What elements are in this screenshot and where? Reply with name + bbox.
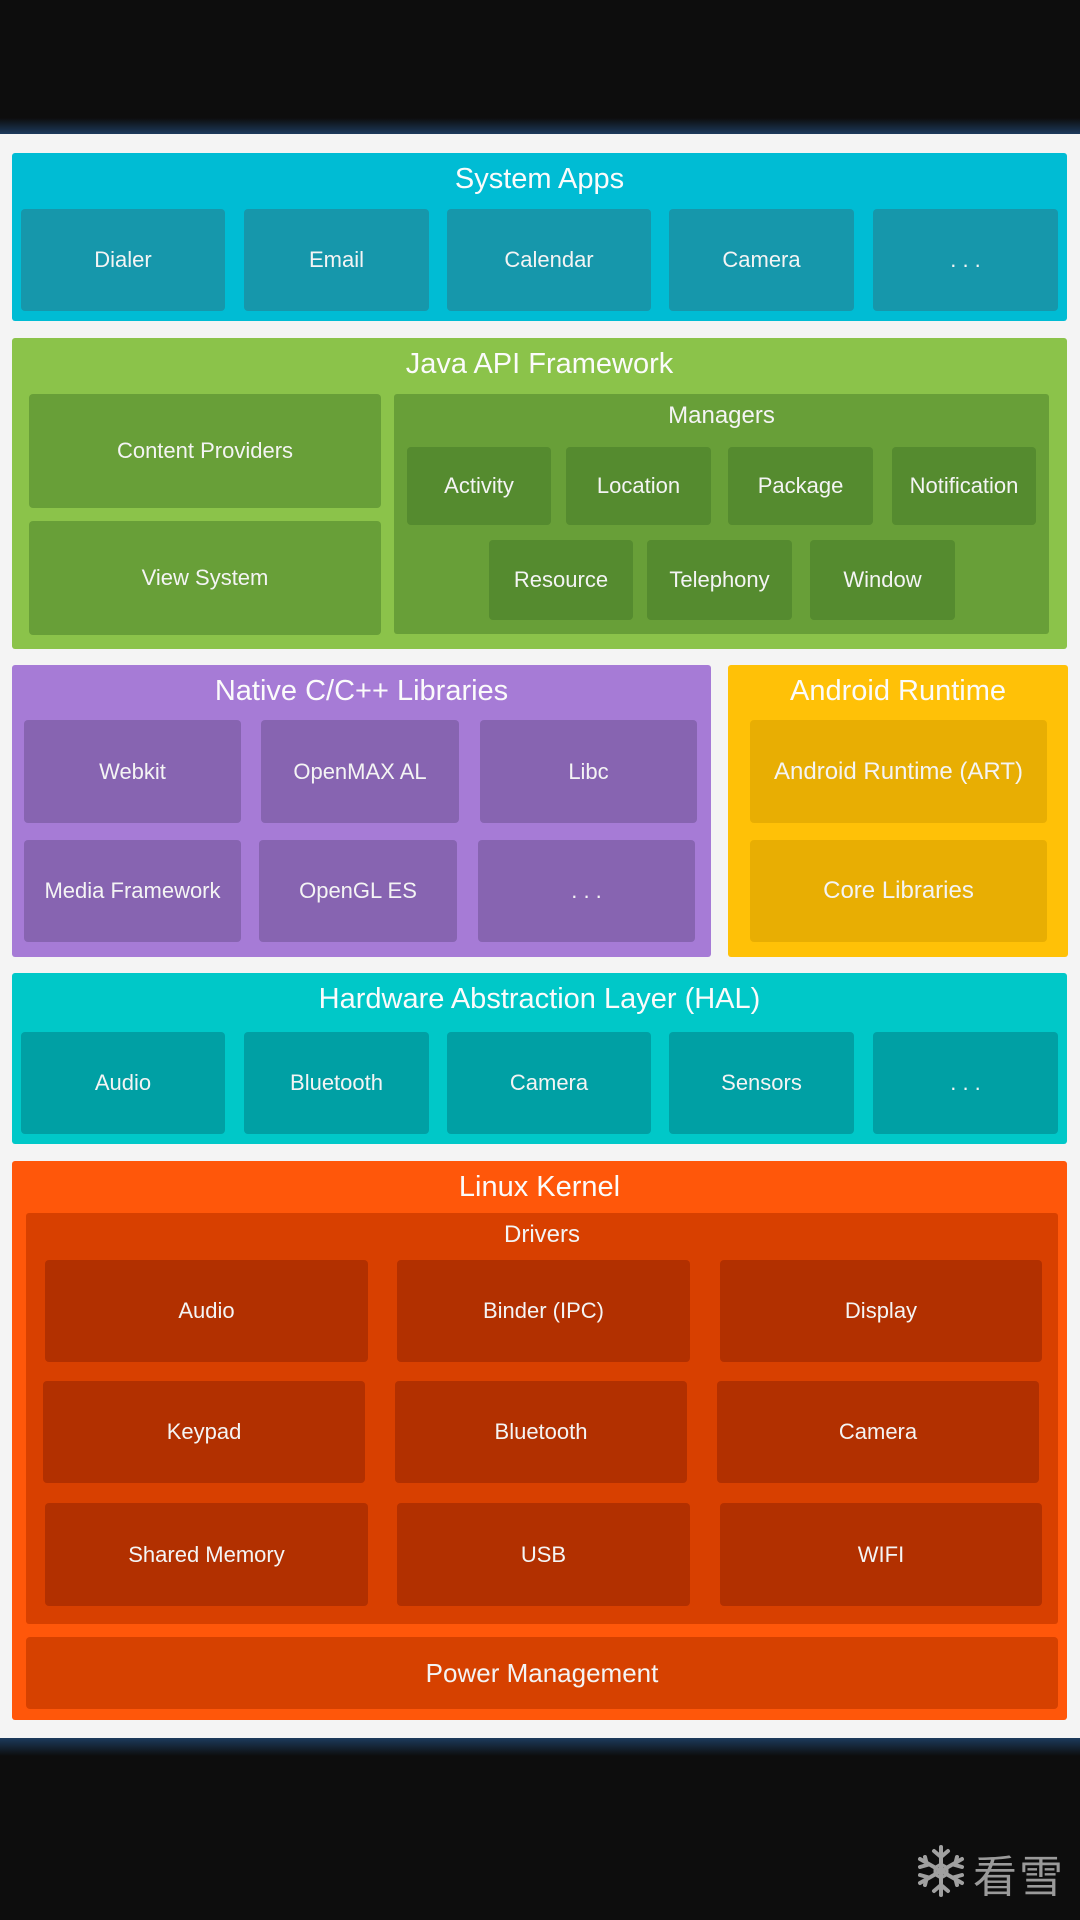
driver-audio[interactable]: Audio [45,1260,368,1362]
lib-opengl-es[interactable]: OpenGL ES [259,840,457,942]
lib-openmax-al[interactable]: OpenMAX AL [261,720,459,823]
manager-location[interactable]: Location [566,447,711,525]
runtime-core-libraries[interactable]: Core Libraries [750,840,1047,942]
app-camera[interactable]: Camera [669,209,854,311]
app-calendar[interactable]: Calendar [447,209,651,311]
hal-more[interactable]: . . . [873,1032,1058,1134]
top-bar [0,0,1080,134]
manager-notification[interactable]: Notification [892,447,1036,525]
java-api-framework-title: Java API Framework [405,348,674,380]
app-dialer[interactable]: Dialer [21,209,225,311]
manager-activity[interactable]: Activity [407,447,551,525]
managers-title: Managers [668,402,775,429]
system-apps-title: System Apps [454,163,625,195]
driver-wifi[interactable]: WIFI [720,1503,1042,1606]
power-management[interactable]: Power Management [26,1637,1058,1709]
driver-display[interactable]: Display [720,1260,1042,1362]
driver-shared-memory[interactable]: Shared Memory [45,1503,368,1606]
watermark: 看雪 [915,1843,1075,1903]
driver-usb[interactable]: USB [397,1503,690,1606]
android-runtime-title: Android Runtime [790,675,1006,707]
lib-more[interactable]: . . . [478,840,695,942]
hal-camera[interactable]: Camera [447,1032,651,1134]
lib-webkit[interactable]: Webkit [24,720,241,823]
hal-title: Hardware Abstraction Layer (HAL) [318,983,761,1015]
view-system[interactable]: View System [29,521,381,635]
driver-camera[interactable]: Camera [717,1381,1039,1483]
manager-package[interactable]: Package [728,447,873,525]
hal-sensors[interactable]: Sensors [669,1032,854,1134]
manager-window[interactable]: Window [810,540,955,620]
bottom-bar [0,1738,1080,1920]
manager-telephony[interactable]: Telephony [647,540,792,620]
watermark-text: 看雪 [973,1852,1065,1903]
manager-resource[interactable]: Resource [489,540,633,620]
lib-media-framework[interactable]: Media Framework [24,840,241,942]
linux-kernel-title: Linux Kernel [458,1171,621,1203]
driver-bluetooth[interactable]: Bluetooth [395,1381,687,1483]
runtime-art[interactable]: Android Runtime (ART) [750,720,1047,823]
hal-bluetooth[interactable]: Bluetooth [244,1032,429,1134]
app-email[interactable]: Email [244,209,429,311]
drivers-title: Drivers [504,1221,580,1248]
content-providers[interactable]: Content Providers [29,394,381,508]
driver-keypad[interactable]: Keypad [43,1381,365,1483]
hal-audio[interactable]: Audio [21,1032,225,1134]
lib-libc[interactable]: Libc [480,720,697,823]
snowflake-icon [915,1844,967,1902]
driver-binder-ipc[interactable]: Binder (IPC) [397,1260,690,1362]
native-libraries-title: Native C/C++ Libraries [214,675,509,707]
app-more[interactable]: . . . [873,209,1058,311]
